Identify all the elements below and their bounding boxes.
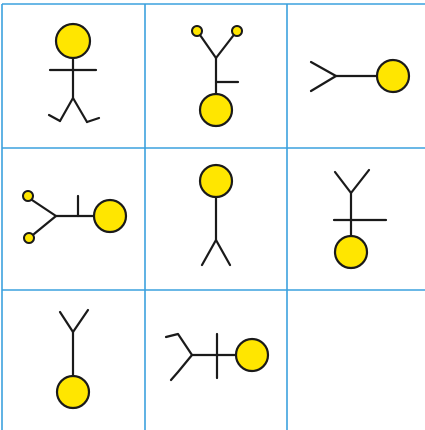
figure-grid <box>0 0 425 430</box>
